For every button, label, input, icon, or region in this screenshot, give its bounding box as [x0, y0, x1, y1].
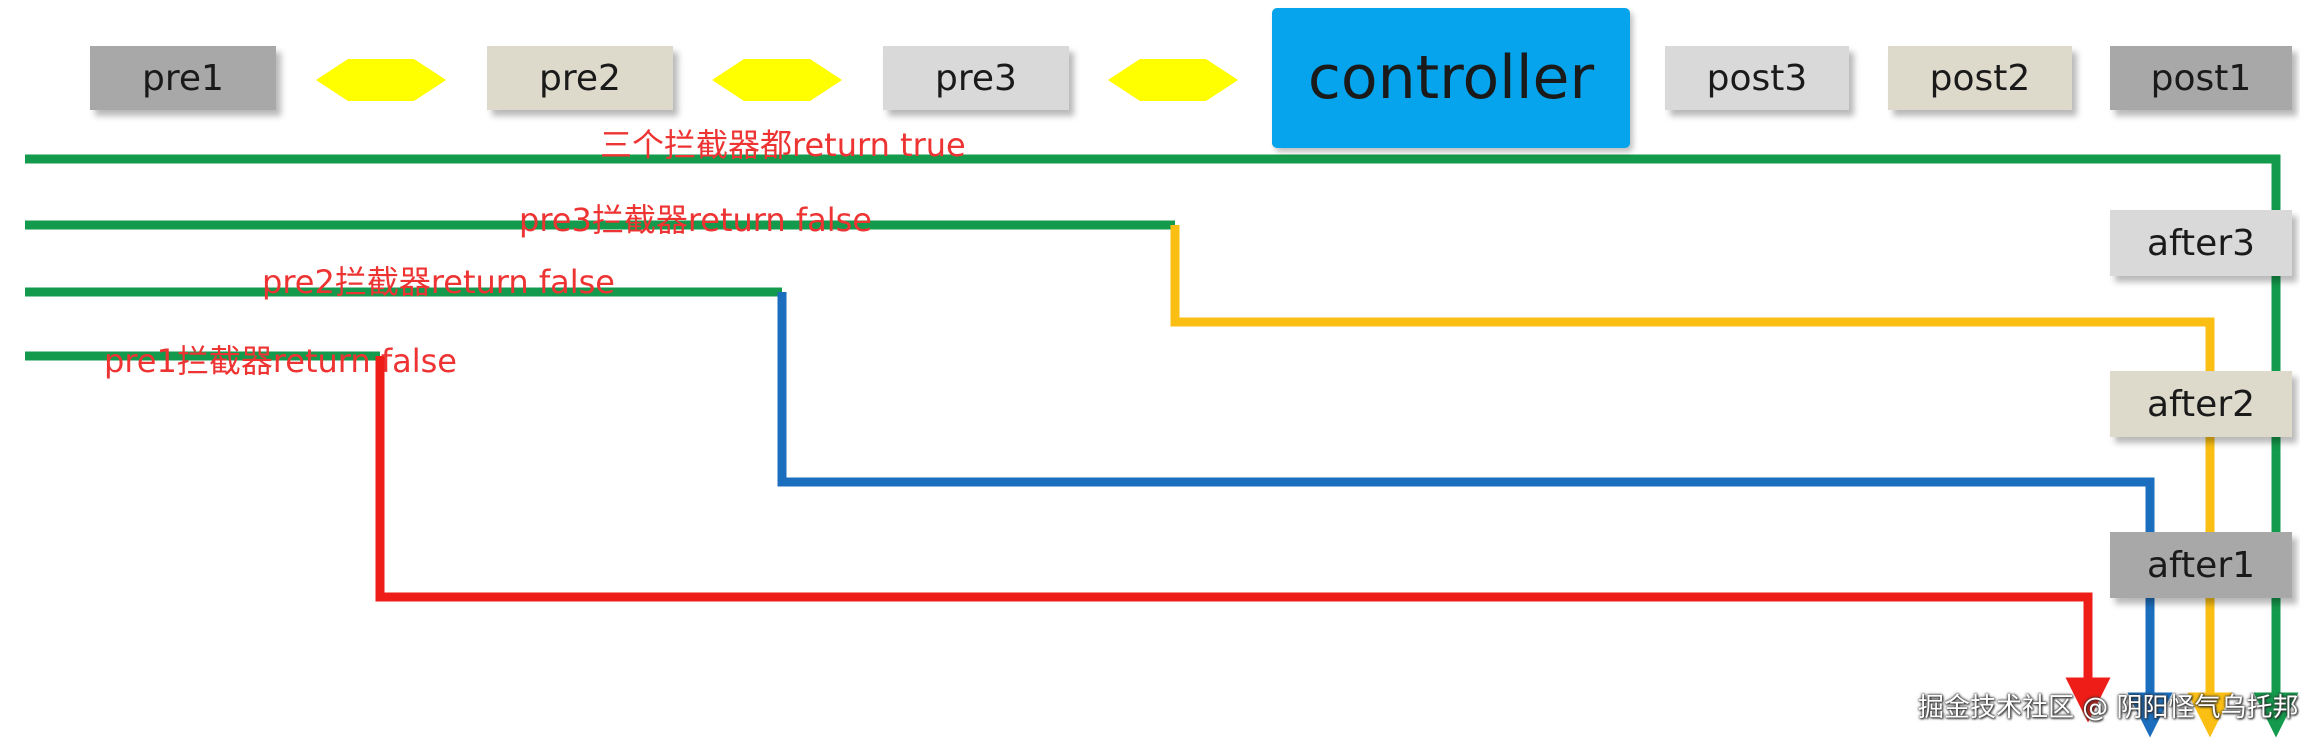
post1-box: post1 — [2110, 46, 2292, 110]
after2-label: after2 — [2146, 383, 2256, 425]
after1-box: after1 — [2110, 532, 2292, 598]
connector-diamond-1 — [316, 59, 446, 101]
post3-box: post3 — [1665, 46, 1849, 110]
after1-label: after1 — [2146, 544, 2256, 586]
connector-diamond-2 — [712, 59, 842, 101]
watermark: 掘金技术社区 @ 阴阳怪气乌托邦 — [1918, 693, 2299, 723]
flow-line-pre2-false-blue — [777, 292, 2173, 738]
flow-line-all-true — [25, 154, 2299, 738]
flow-line-pre1-false-red — [375, 356, 2111, 723]
connector-diamond-3 — [1108, 59, 1238, 101]
post2-label: post2 — [1929, 57, 2031, 99]
controller-box: controller — [1272, 8, 1630, 148]
after3-label: after3 — [2146, 222, 2256, 264]
controller-label: controller — [1307, 43, 1595, 113]
post2-box: post2 — [1888, 46, 2072, 110]
pre2-box: pre2 — [487, 46, 673, 110]
label-pre1-false: pre1拦截器return false — [104, 342, 457, 380]
pre2-label: pre2 — [539, 57, 621, 99]
after3-box: after3 — [2110, 210, 2292, 276]
pre3-label: pre3 — [935, 57, 1017, 99]
flow-line-pre3-false-yellow — [1170, 225, 2233, 738]
label-all-true: 三个拦截器都return true — [600, 126, 966, 164]
post3-label: post3 — [1706, 57, 1808, 99]
pre1-box: pre1 — [90, 46, 276, 110]
pre3-box: pre3 — [883, 46, 1069, 110]
label-pre3-false: pre3拦截器return false — [519, 201, 872, 239]
label-pre2-false: pre2拦截器return false — [262, 263, 615, 301]
post1-label: post1 — [2150, 57, 2252, 99]
after2-box: after2 — [2110, 371, 2292, 437]
pre1-label: pre1 — [142, 57, 224, 99]
